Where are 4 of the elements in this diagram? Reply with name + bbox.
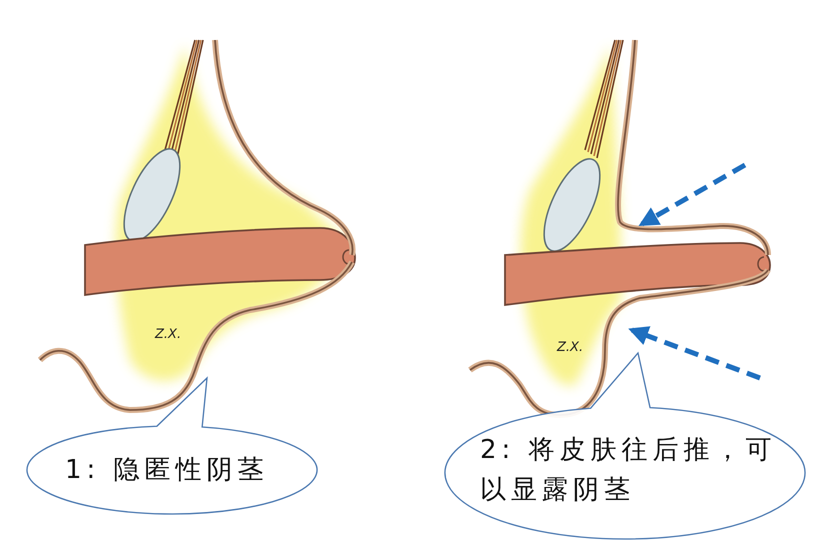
callout-text: 2: 将皮肤往后推，可以显露阴茎	[480, 434, 778, 507]
signature-text: Z.X.	[155, 327, 182, 342]
callout-text: 1: 隐匿性阴茎	[65, 454, 270, 487]
signature-text: Z.X.	[557, 340, 584, 355]
